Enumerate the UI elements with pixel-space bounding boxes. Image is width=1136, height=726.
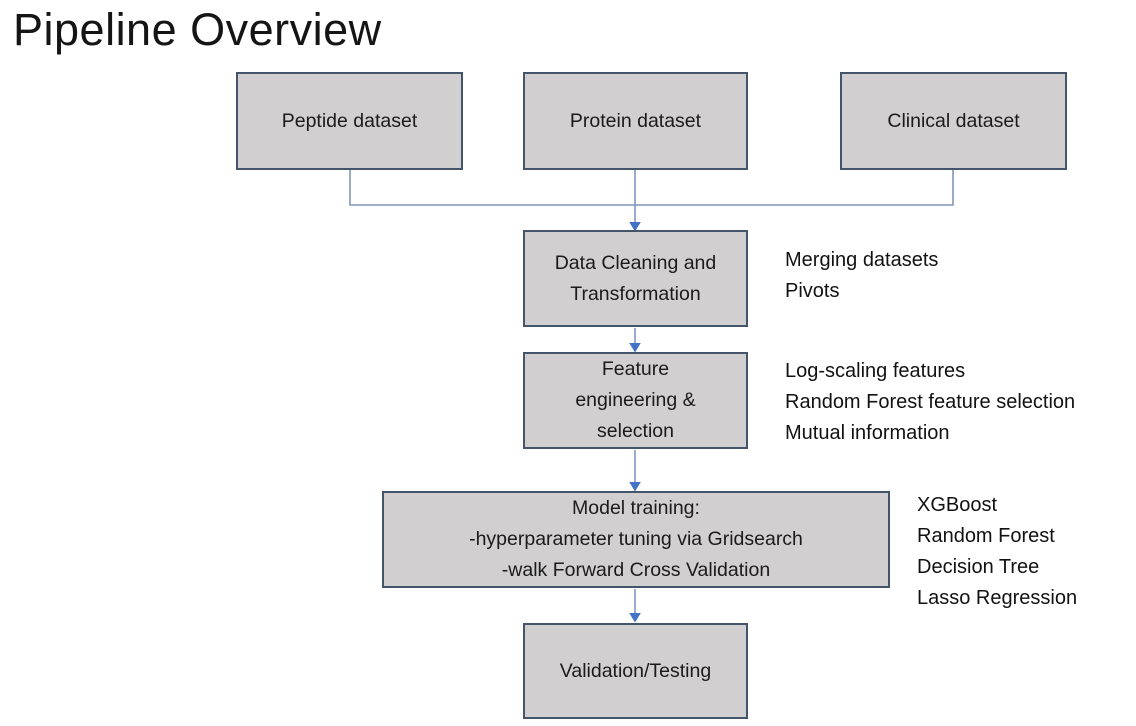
arrow-head-icon (629, 613, 641, 623)
node-label: Feature engineering & selection (575, 358, 696, 442)
page-title: Pipeline Overview (13, 4, 382, 55)
node-feature-engineering: Feature engineering & selection (523, 352, 748, 449)
node-model-training: Model training: -hyperparameter tuning v… (382, 491, 890, 588)
node-label: Clinical dataset (887, 109, 1020, 132)
node-label: Data Cleaning and Transformation (554, 251, 717, 305)
node-validation-testing: Validation/Testing (523, 623, 748, 719)
node-label: Validation/Testing (559, 659, 712, 682)
node-peptide-dataset: Peptide dataset (236, 72, 463, 170)
node-clinical-dataset: Clinical dataset (840, 72, 1067, 170)
annotation-cleaning-notes: Merging datasets Pivots (785, 249, 939, 302)
annotation-model-notes: XGBoost Random Forest Decision Tree Lass… (917, 494, 1078, 609)
node-label: Model training: -hyperparameter tuning v… (469, 497, 803, 581)
node-data-cleaning: Data Cleaning and Transformation (523, 230, 748, 327)
node-label: Protein dataset (569, 109, 702, 132)
node-label: Peptide dataset (281, 109, 418, 132)
node-protein-dataset: Protein dataset (523, 72, 748, 170)
connector-elbow (349, 170, 954, 206)
annotation-feature-notes: Log-scaling features Random Forest featu… (785, 360, 1076, 444)
